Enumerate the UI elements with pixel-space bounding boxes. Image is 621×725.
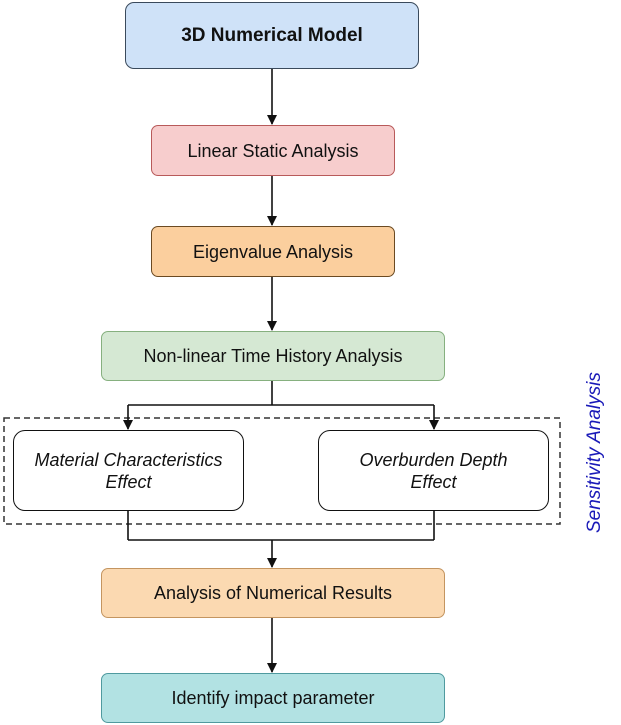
overburden-label-line2: Effect	[410, 471, 457, 492]
box-analysis-of-numerical-results-label: Analysis of Numerical Results	[153, 583, 393, 603]
box-linear-static-analysis: Linear Static Analysis	[151, 125, 395, 176]
box-identify-impact-parameter: Identify impact parameter	[101, 673, 445, 723]
overburden-label-line1: Overburden Depth	[359, 449, 508, 470]
box-identify-impact-parameter-label: Identify impact parameter	[171, 688, 375, 708]
box-linear-static-analysis-label: Linear Static Analysis	[187, 140, 359, 161]
box-3d-numerical-model-label: 3D Numerical Model	[181, 24, 363, 46]
box-eigenvalue-analysis-label: Eigenvalue Analysis	[192, 241, 354, 262]
sensitivity-group-border	[3, 417, 561, 525]
box-nonlinear-time-history-analysis-label: Non-linear Time History Analysis	[143, 346, 403, 366]
box-material-characteristics-effect: Material Characteristics Effect	[13, 430, 244, 511]
box-analysis-of-numerical-results: Analysis of Numerical Results	[101, 568, 445, 618]
sensitivity-label-line2: Analysis	[584, 371, 605, 443]
material-label-line1: Material Characteristics	[34, 449, 223, 470]
box-eigenvalue-analysis: Eigenvalue Analysis	[151, 226, 395, 277]
box-nonlinear-time-history-analysis: Non-linear Time History Analysis	[101, 331, 445, 381]
box-overburden-depth-effect: Overburden Depth Effect	[318, 430, 549, 511]
material-label-line2: Effect	[105, 471, 152, 492]
sensitivity-analysis-label: Sensitivity Analysis	[560, 372, 621, 533]
sensitivity-label-line1: Sensitivity	[584, 446, 605, 533]
box-3d-numerical-model: 3D Numerical Model	[125, 2, 419, 69]
